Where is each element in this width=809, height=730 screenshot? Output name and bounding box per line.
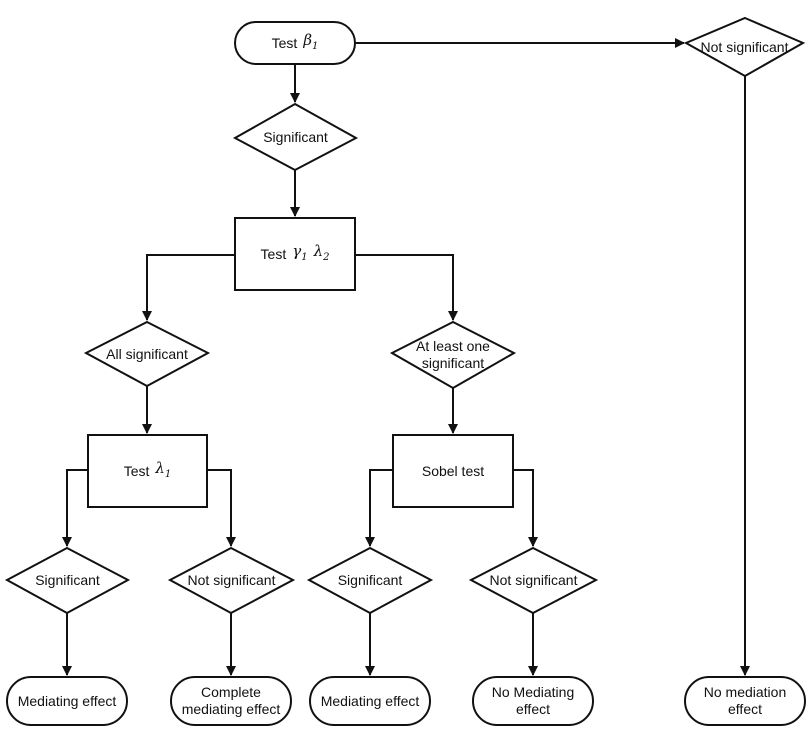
lambda1-symbol: λ <box>155 458 165 477</box>
all-significant-diamond-label: All significant <box>86 322 208 386</box>
complete-mediating-terminal: Complete mediating effect <box>171 677 291 725</box>
mediating-effect-b-terminal: Mediating effect <box>310 677 430 725</box>
gamma-subscript: 1 <box>301 251 308 263</box>
lambda1-subscript: 1 <box>164 468 172 480</box>
not-significant-a-label: Not significant <box>187 572 276 588</box>
gamma-symbol: γ <box>292 241 302 260</box>
start-label: Test <box>271 34 298 51</box>
start-terminal: Test β1 <box>235 22 355 64</box>
mediating-effect-a-terminal-shape <box>6 676 128 726</box>
sobel-label: Sobel test <box>421 462 485 479</box>
no-mediating-line2: effect <box>516 701 550 717</box>
at-least-one-diamond-label: At least one significant <box>392 322 514 388</box>
arrow-test-gamma-to-all-significant <box>142 254 235 321</box>
no-mediation-effect-terminal-shape <box>684 676 806 726</box>
not-significant-b-label: Not significant <box>489 572 578 588</box>
test-gamma-label: Test <box>260 245 287 262</box>
no-mediation-effect-terminal: No mediation effect <box>685 677 805 725</box>
all-significant-label: All significant <box>106 345 188 362</box>
lambda2-symbol: λ <box>313 241 324 260</box>
significant-diamond-label: Significant <box>235 104 356 170</box>
not-significant-b-diamond-label: Not significant <box>471 548 596 613</box>
no-mediating-effect-terminal: No Mediating effect <box>473 677 593 725</box>
no-mediating-line1: No Mediating <box>491 684 575 700</box>
not-significant-top-label: Not significant <box>700 38 789 55</box>
no-mediation-line1: No mediation <box>703 684 787 700</box>
not-significant-top-diamond-label: Not significant <box>686 18 803 76</box>
significant-a-label: Significant <box>35 572 100 588</box>
arrow-sobel-to-significant <box>365 469 393 547</box>
significant-b-label: Significant <box>337 572 403 588</box>
sobel-box-label: Sobel test <box>393 435 513 507</box>
significant-a-diamond-label: Significant <box>7 548 128 613</box>
at-least-one-line1: At least one <box>416 338 490 354</box>
mediating-effect-b-terminal-shape <box>309 676 431 726</box>
lambda2-subscript: 2 <box>323 251 330 263</box>
beta-symbol: β <box>303 30 312 49</box>
arrow-test-gamma-to-at-least-one <box>355 254 458 321</box>
at-least-one-line2: significant <box>421 355 485 371</box>
arrow-sobel-to-not-significant <box>513 469 538 547</box>
mediating-effect-b-label: Mediating effect <box>320 692 420 709</box>
not-significant-a-diamond-label: Not significant <box>170 548 293 613</box>
complete-mediating-line1: Complete <box>201 684 261 700</box>
complete-mediating-terminal-shape <box>170 676 292 726</box>
significant-b-diamond-label: Significant <box>309 548 431 613</box>
test-lambda-box-label: Test λ1 <box>88 435 207 507</box>
arrow-test-lambda-to-significant <box>62 469 88 547</box>
no-mediating-effect-terminal-shape <box>472 676 594 726</box>
significant-label: Significant <box>263 128 328 145</box>
complete-mediating-line2: mediating effect <box>181 701 281 717</box>
no-mediation-line2: effect <box>728 701 762 717</box>
test-lambda-label: Test <box>123 462 150 479</box>
arrow-test-lambda-to-not-significant <box>207 469 236 547</box>
mediating-effect-a-label: Mediating effect <box>17 692 117 709</box>
beta-subscript: 1 <box>311 40 319 52</box>
mediating-effect-a-terminal: Mediating effect <box>7 677 127 725</box>
